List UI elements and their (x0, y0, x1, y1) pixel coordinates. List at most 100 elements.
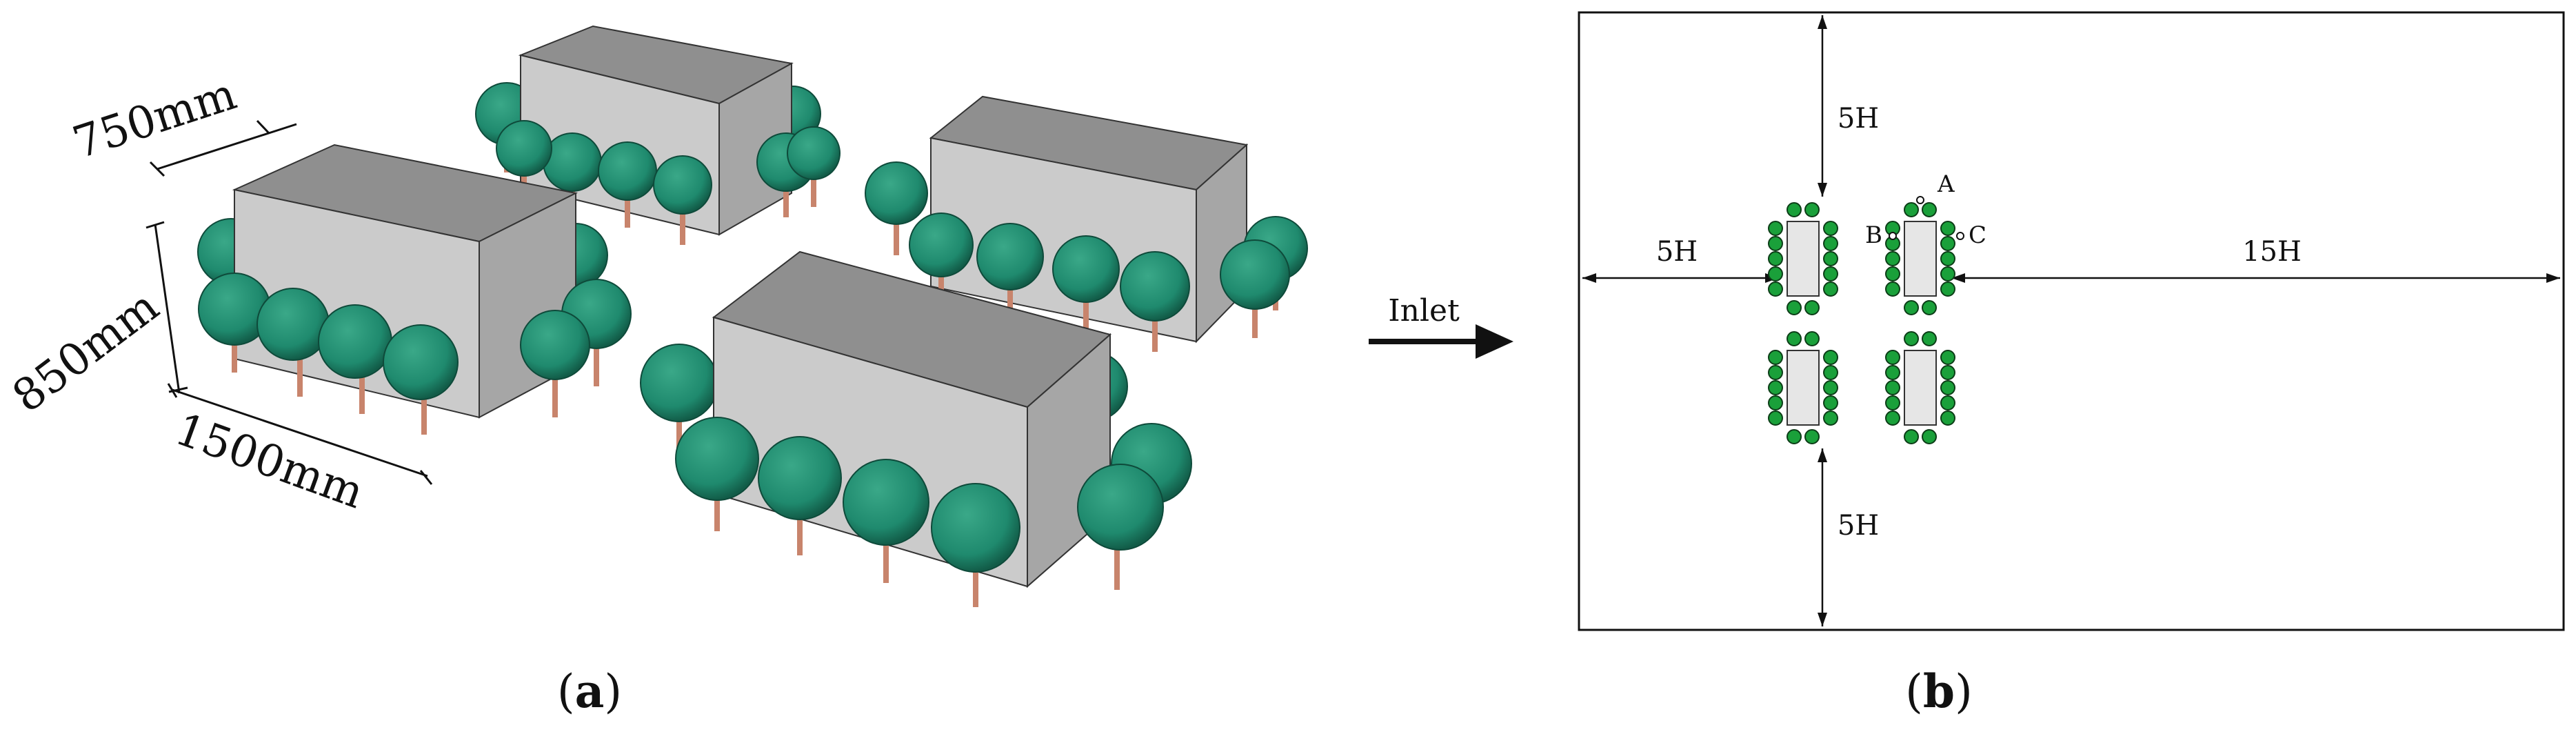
plan-tree (1768, 350, 1783, 365)
plan-tree (1940, 251, 1955, 266)
plan-block (1885, 331, 1955, 444)
plan-tree (1885, 266, 1900, 281)
tree (787, 126, 841, 207)
tree (653, 155, 712, 245)
plan-tree (1804, 300, 1820, 315)
point-c-marker (1956, 232, 1964, 240)
plan-tree (1823, 266, 1838, 281)
left-dimension-label: 5H (1656, 236, 1698, 268)
plan-tree (1823, 350, 1838, 365)
plan-tree (1787, 331, 1802, 346)
plan-tree (1940, 266, 1955, 281)
plan-block (1768, 202, 1838, 315)
inlet-arrow: Inlet (1369, 293, 1513, 359)
point-c-label: C (1969, 221, 1986, 249)
plan-tree (1922, 429, 1937, 444)
dimension-width (149, 119, 297, 177)
plan-tree (1768, 395, 1783, 410)
tree (1052, 235, 1120, 331)
caption-b: (b) (1905, 664, 1973, 718)
bottom-dimension-label: 5H (1838, 510, 1879, 542)
caption-a: (a) (557, 664, 622, 718)
plan-tree (1823, 410, 1838, 426)
inlet-label: Inlet (1388, 293, 1460, 328)
tree (198, 273, 271, 373)
tree (520, 310, 590, 417)
tree (843, 459, 929, 583)
right-back-building-group (865, 95, 1308, 352)
tree (675, 417, 759, 531)
plan-tree (1885, 281, 1900, 297)
plan-tree (1940, 410, 1955, 426)
plan-building (1904, 221, 1937, 297)
dimension-width-label: 750mm (67, 69, 242, 170)
plan-tree (1787, 202, 1802, 217)
panel-a-3d-view: 750mm 850mm 1500mm (a) (3, 25, 1308, 718)
plan-building (1787, 221, 1820, 297)
point-a-label: A (1937, 170, 1955, 198)
building-blocks (1768, 202, 1955, 444)
plan-tree (1940, 365, 1955, 380)
panel-b-plan-view: 5H 5H 5H 15H A B C (b) (1578, 11, 2565, 718)
plan-tree (1768, 281, 1783, 297)
dimension-height-label: 850mm (3, 281, 168, 423)
plan-tree (1804, 429, 1820, 444)
plan-building (1787, 350, 1820, 426)
plan-tree (1823, 221, 1838, 236)
plan-tree (1904, 331, 1919, 346)
point-b-label: B (1865, 221, 1882, 249)
back-building-group (475, 25, 841, 245)
plan-tree (1823, 236, 1838, 251)
left-front-building-group (197, 144, 632, 435)
plan-tree (1823, 281, 1838, 297)
plan-tree (1904, 300, 1919, 315)
tree (931, 483, 1020, 607)
building-side (718, 62, 792, 236)
plan-tree (1885, 251, 1900, 266)
plan-tree (1922, 300, 1937, 315)
dimension-length-label: 1500mm (169, 404, 370, 519)
plan-tree (1940, 236, 1955, 251)
plan-tree (1885, 395, 1900, 410)
tree (1120, 251, 1190, 352)
plan-tree (1768, 380, 1783, 395)
tree (758, 436, 842, 555)
plan-tree (1768, 221, 1783, 236)
tree (865, 161, 928, 255)
plan-tree (1768, 365, 1783, 380)
plan-tree (1922, 202, 1937, 217)
plan-tree (1787, 429, 1802, 444)
point-b-marker (1889, 232, 1897, 240)
plan-tree (1885, 410, 1900, 426)
tree (318, 304, 392, 414)
dimension-length (167, 383, 433, 485)
plan-tree (1768, 236, 1783, 251)
plan-tree (1823, 380, 1838, 395)
tree (598, 141, 657, 228)
plan-tree (1940, 395, 1955, 410)
plan-tree (1940, 221, 1955, 236)
plan-tree (1904, 202, 1919, 217)
plan-tree (1823, 365, 1838, 380)
plan-tree (1768, 410, 1783, 426)
plan-tree (1940, 380, 1955, 395)
plan-tree (1804, 331, 1820, 346)
plan-tree (1823, 395, 1838, 410)
plan-tree (1768, 251, 1783, 266)
right-dimension-label: 15H (2242, 236, 2302, 268)
tree (383, 324, 459, 435)
right-front-building-group (640, 250, 1192, 607)
plan-tree (1922, 331, 1937, 346)
top-dimension-label: 5H (1838, 103, 1879, 135)
plan-tree (1904, 429, 1919, 444)
plan-building (1904, 350, 1937, 426)
plan-block (1768, 331, 1838, 444)
plan-tree (1823, 251, 1838, 266)
plan-tree (1787, 300, 1802, 315)
tree (256, 288, 330, 397)
plan-tree (1804, 202, 1820, 217)
plan-tree (1940, 281, 1955, 297)
plan-block (1885, 202, 1955, 315)
tree (1220, 239, 1290, 338)
